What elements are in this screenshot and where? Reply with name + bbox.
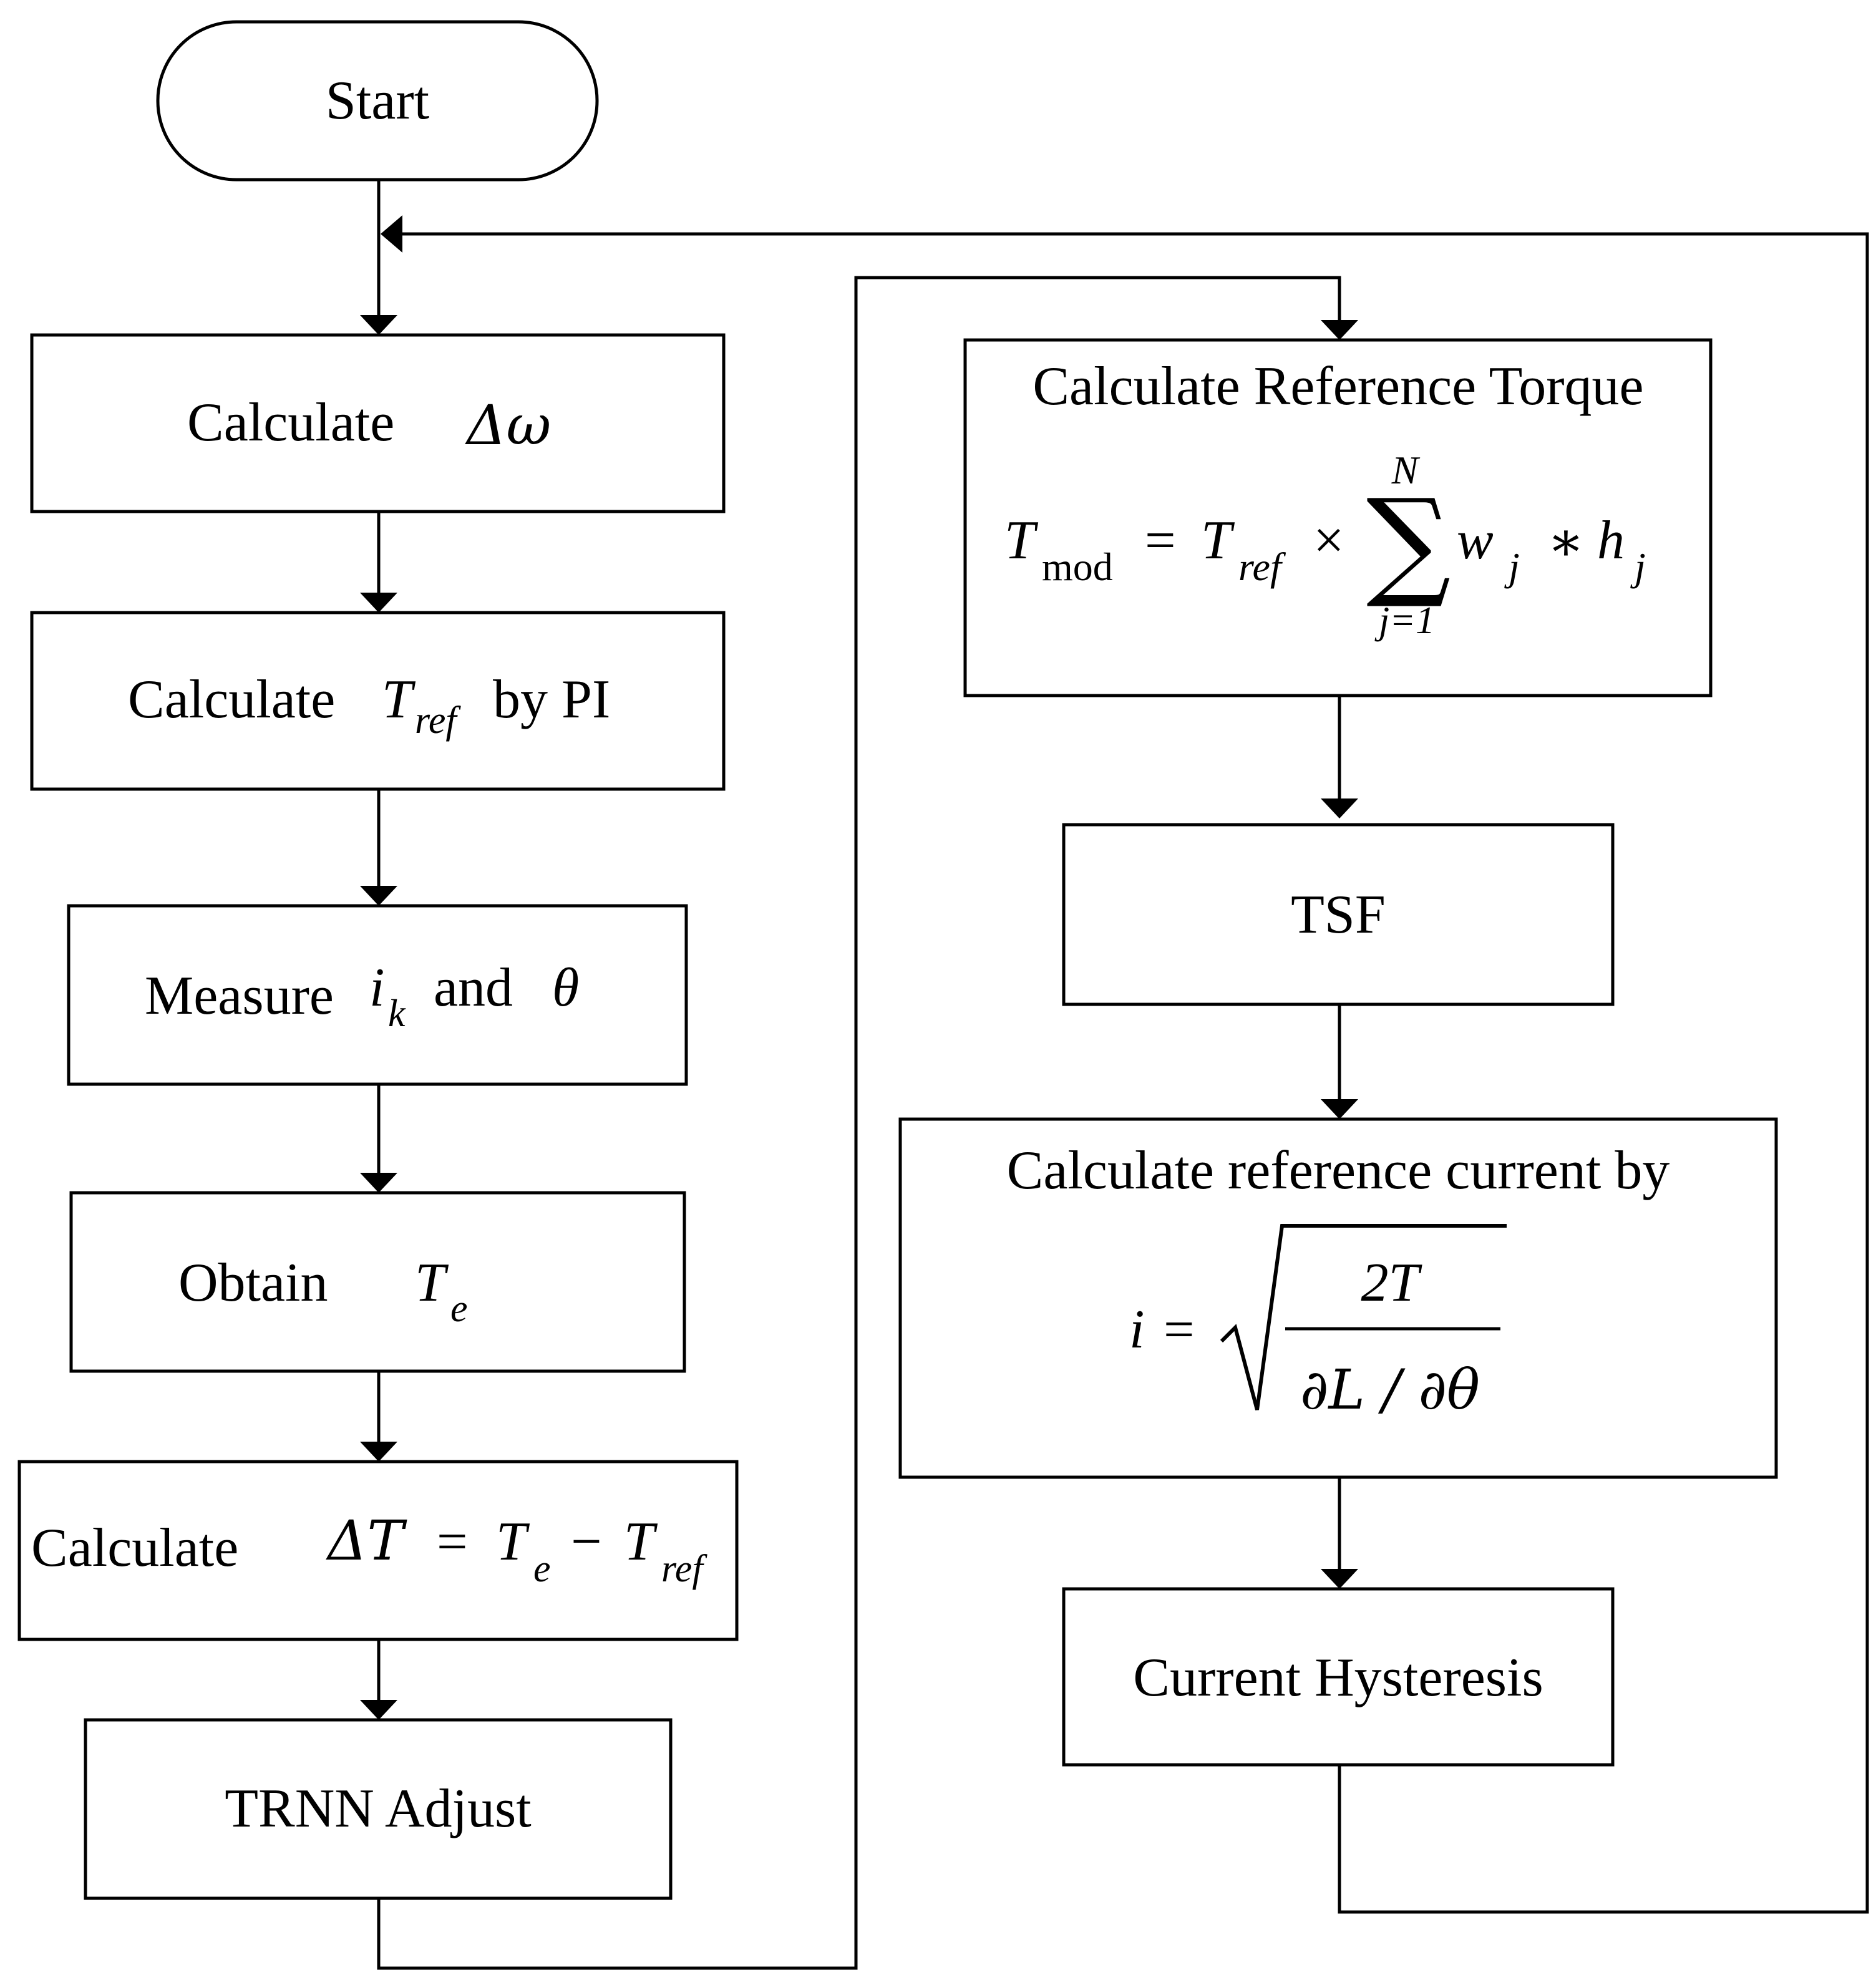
arrowhead <box>1321 320 1358 340</box>
ref-current-title: Calculate reference current by <box>1007 1140 1670 1201</box>
tsf-node: TSF <box>1062 823 1615 1006</box>
ref-current-numerator: 2T <box>1361 1253 1423 1313</box>
measure-sym1-main: i <box>369 958 384 1018</box>
arrowhead <box>360 1173 397 1193</box>
measure-word: Measure <box>145 966 334 1026</box>
obtain-word: Obtain <box>178 1253 328 1313</box>
ref-torque-box <box>963 338 1713 697</box>
measure-conj: and <box>434 958 513 1018</box>
trnn-label: TRNN Adjust <box>225 1779 531 1839</box>
ref-current-node: Calculate reference current by i = 2T ∂L… <box>898 1117 1778 1479</box>
arrowhead <box>360 315 397 335</box>
calc-delta-t-word: Calculate <box>31 1518 238 1578</box>
edge-hysteresis-feedback-loop <box>399 232 1869 1914</box>
calc-delta-t-t2-main: T <box>624 1512 658 1572</box>
ref-current-box <box>898 1117 1778 1479</box>
calc-tref-suffix: by PI <box>493 669 610 730</box>
ref-current-lhs: i <box>1129 1299 1144 1360</box>
ref-torque-times: × <box>1313 510 1344 571</box>
arrowhead <box>360 1442 397 1462</box>
ref-torque-sum-lower: j=1 <box>1374 599 1435 642</box>
calc-delta-t-t1-sub: e <box>533 1548 551 1590</box>
obtain-node: Obtain T e <box>69 1191 686 1373</box>
calc-tref-node: Calculate T ref by PI <box>30 611 726 791</box>
measure-sym2: θ <box>552 958 579 1018</box>
calc-delta-omega-node: Calculate Δω <box>30 333 726 513</box>
edge-trnn-to-ref-torque <box>377 276 1341 1970</box>
start-terminator <box>156 20 599 182</box>
tsf-label: TSF <box>1291 885 1386 945</box>
hysteresis-node: Current Hysteresis <box>1062 1587 1615 1767</box>
start-label: Start <box>326 70 429 131</box>
arrowheads <box>360 215 1358 1720</box>
measure-node: Measure i k and θ <box>67 904 688 1086</box>
hysteresis-label: Current Hysteresis <box>1133 1648 1543 1708</box>
ref-torque-eq: = <box>1145 510 1176 571</box>
sqrt-radical-icon <box>1220 1224 1507 1410</box>
ref-torque-lhs-main: T <box>1004 510 1039 571</box>
ref-current-denominator: ∂L / ∂θ <box>1300 1357 1480 1422</box>
calc-delta-t-lhs: ΔT <box>326 1508 408 1573</box>
calc-delta-omega-symbol: Δω <box>465 393 551 457</box>
start-node: Start <box>156 20 599 182</box>
calc-delta-t-minus: − <box>571 1512 602 1572</box>
obtain-sym-main: T <box>415 1253 449 1313</box>
trnn-box <box>84 1718 673 1900</box>
calc-delta-t-node: Calculate ΔT = T e − T ref <box>17 1460 739 1641</box>
ref-torque-sigma: ∑ <box>1366 473 1451 611</box>
ref-torque-w-main: w <box>1457 510 1494 571</box>
arrowhead <box>1321 1099 1358 1119</box>
measure-sym1-sub: k <box>388 992 406 1035</box>
calc-delta-t-t1-main: T <box>496 1512 530 1572</box>
arrowhead-feedback <box>381 215 402 253</box>
calc-tref-symbol-sub: ref <box>415 699 461 742</box>
ref-torque-title: Calculate Reference Torque <box>1033 356 1643 417</box>
calc-tref-word: Calculate <box>128 669 335 730</box>
calc-delta-omega-box <box>30 333 726 513</box>
connectors <box>377 180 1869 1970</box>
ref-torque-h-main: h <box>1597 510 1625 571</box>
ref-torque-node: Calculate Reference Torque T mod = T ref… <box>963 338 1713 697</box>
ref-torque-tref-sub: ref <box>1238 545 1286 589</box>
ref-torque-sum-upper: N <box>1391 448 1421 492</box>
calc-delta-t-eq: = <box>437 1512 468 1572</box>
ref-torque-tref-main: T <box>1201 510 1235 571</box>
calc-tref-box <box>30 611 726 791</box>
tsf-box <box>1062 823 1615 1006</box>
arrowhead <box>360 593 397 613</box>
hysteresis-box <box>1062 1587 1615 1767</box>
obtain-box <box>69 1191 686 1373</box>
arrowhead <box>1321 1569 1358 1589</box>
obtain-sym-sub: e <box>450 1288 468 1330</box>
arrowhead <box>1321 798 1358 818</box>
calc-delta-t-t2-sub: ref <box>661 1548 707 1590</box>
ref-torque-lhs-sub: mod <box>1042 545 1113 589</box>
arrowhead <box>360 886 397 906</box>
trnn-node: TRNN Adjust <box>84 1718 673 1900</box>
ref-torque-star: ∗ <box>1547 509 1585 573</box>
arrowhead <box>360 1700 397 1720</box>
calc-tref-symbol-main: T <box>382 669 416 730</box>
calc-delta-omega-word: Calculate <box>187 392 394 453</box>
ref-current-eq: = <box>1164 1299 1195 1360</box>
measure-box <box>67 904 688 1086</box>
calc-delta-t-box <box>17 1460 739 1641</box>
